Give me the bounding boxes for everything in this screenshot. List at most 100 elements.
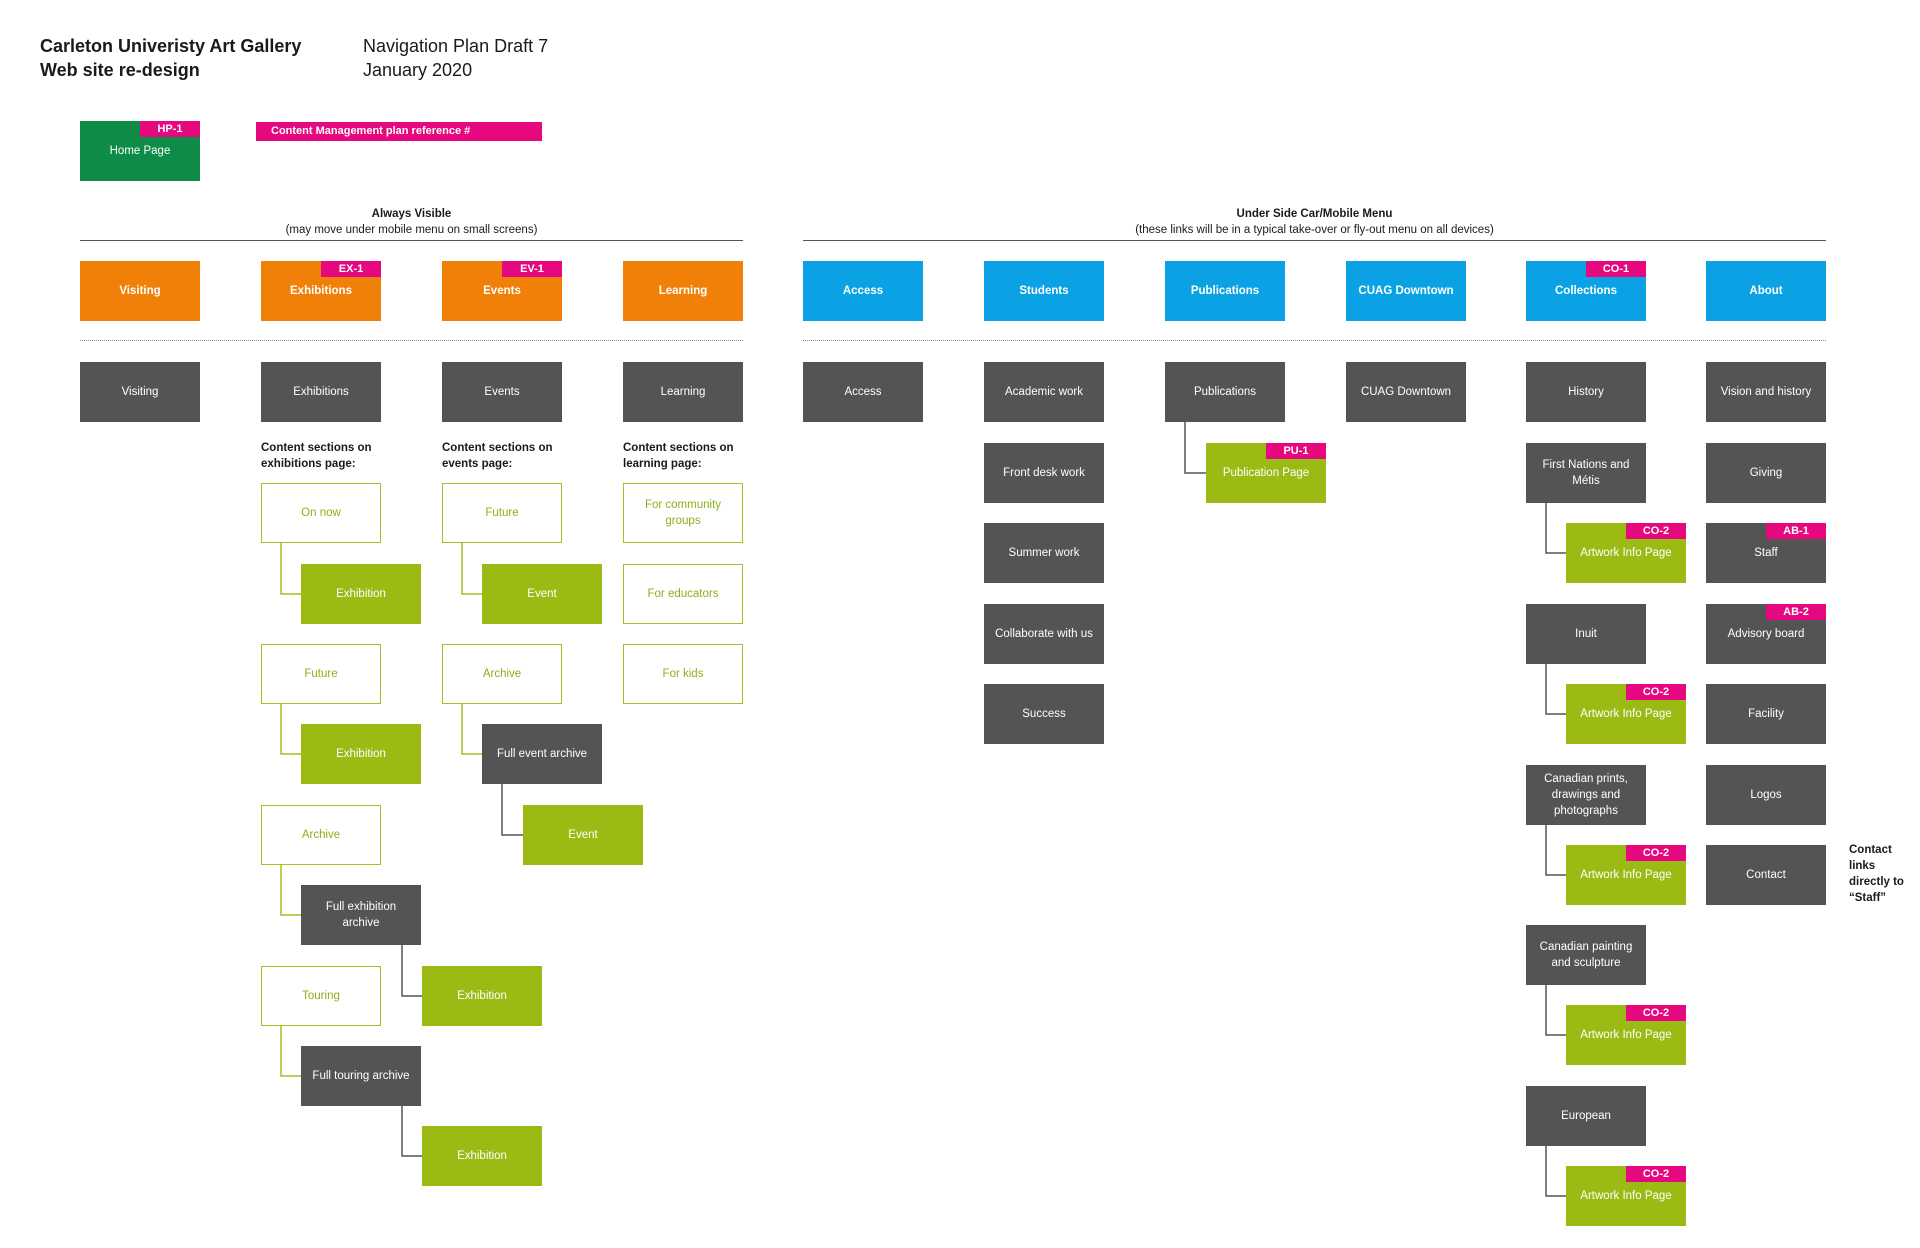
about-facility[interactable]: Facility — [1706, 684, 1826, 744]
collections-european[interactable]: European — [1526, 1086, 1646, 1146]
connector-line — [461, 704, 482, 755]
side-menu-heading: Under Side Car/Mobile Menu(these links w… — [1135, 208, 1494, 236]
exhibitions-archive[interactable]: Archive — [261, 805, 381, 865]
page-visiting[interactable]: Visiting — [80, 362, 200, 422]
full-event-archive[interactable]: Full event archive — [482, 724, 602, 784]
about-logos[interactable]: Logos — [1706, 765, 1826, 825]
about-vision-history[interactable]: Vision and history — [1706, 362, 1826, 422]
side-menu-rule — [803, 240, 1826, 241]
learning-educators[interactable]: For educators — [623, 564, 743, 624]
reference-tag: HP-1 — [140, 121, 200, 137]
nav-cuag-downtown[interactable]: CUAG Downtown — [1346, 261, 1466, 321]
connector-line — [1184, 422, 1206, 474]
students-academic-work[interactable]: Academic work — [984, 362, 1104, 422]
collections-inuit[interactable]: Inuit — [1526, 604, 1646, 664]
reference-tag: EV-1 — [502, 261, 562, 277]
exhibitions-on-now[interactable]: On now — [261, 483, 381, 543]
divider-right — [803, 340, 1826, 341]
nav-access[interactable]: Access — [803, 261, 923, 321]
nav-visiting[interactable]: Visiting — [80, 261, 200, 321]
students-summer-work[interactable]: Summer work — [984, 523, 1104, 583]
reference-tag: CO-2 — [1626, 684, 1686, 700]
learning-kids[interactable]: For kids — [623, 644, 743, 704]
divider-left — [80, 340, 743, 341]
reference-tag: CO-2 — [1626, 523, 1686, 539]
connector-line — [280, 704, 301, 755]
reference-tag: CO-2 — [1626, 1166, 1686, 1182]
exhibitions-touring[interactable]: Touring — [261, 966, 381, 1026]
home-page-box[interactable]: Home Page HP-1 — [80, 121, 200, 181]
nav-publications[interactable]: Publications — [1165, 261, 1285, 321]
exhibition-page[interactable]: Exhibition — [301, 564, 421, 624]
reference-tag: EX-1 — [321, 261, 381, 277]
nav-learning[interactable]: Learning — [623, 261, 743, 321]
page-exhibitions[interactable]: Exhibitions — [261, 362, 381, 422]
always-visible-rule — [80, 240, 743, 241]
students-collaborate[interactable]: Collaborate with us — [984, 604, 1104, 664]
reference-tag: CO-1 — [1586, 261, 1646, 277]
page-events[interactable]: Events — [442, 362, 562, 422]
connector-line — [401, 1106, 422, 1157]
learning-community-groups[interactable]: For community groups — [623, 483, 743, 543]
connector-line — [280, 1026, 301, 1077]
connector-line — [461, 543, 482, 595]
events-archive[interactable]: Archive — [442, 644, 562, 704]
nav-students[interactable]: Students — [984, 261, 1104, 321]
collections-first-nations[interactable]: First Nations and Métis — [1526, 443, 1646, 503]
event-page[interactable]: Event — [482, 564, 602, 624]
connector-line — [1545, 985, 1566, 1036]
exhibition-page[interactable]: Exhibition — [301, 724, 421, 784]
publication-page[interactable]: Publication Page PU-1 — [1206, 443, 1326, 503]
reference-tag: PU-1 — [1266, 443, 1326, 459]
collections-history[interactable]: History — [1526, 362, 1646, 422]
full-exhibition-archive[interactable]: Full exhibition archive — [301, 885, 421, 945]
event-page[interactable]: Event — [523, 805, 643, 865]
reference-tag: CO-2 — [1626, 1005, 1686, 1021]
doc-title: Navigation Plan Draft 7 — [363, 36, 549, 56]
home-page-label: Home Page — [109, 145, 171, 157]
nav-about[interactable]: About — [1706, 261, 1826, 321]
connector-line — [280, 865, 301, 916]
events-future[interactable]: Future — [442, 483, 562, 543]
page-cuag-downtown[interactable]: CUAG Downtown — [1346, 362, 1466, 422]
exhibition-page[interactable]: Exhibition — [422, 1126, 542, 1186]
connector-line — [501, 784, 523, 836]
exhibition-page[interactable]: Exhibition — [422, 966, 542, 1026]
reference-tag: AB-1 — [1766, 523, 1826, 539]
page-learning[interactable]: Learning — [623, 362, 743, 422]
connector-line — [1545, 1146, 1566, 1197]
legend-reference: Content Management plan reference # — [256, 122, 542, 141]
connector-line — [1545, 825, 1566, 876]
reference-tag: CO-2 — [1626, 845, 1686, 861]
about-contact[interactable]: Contact — [1706, 845, 1826, 905]
about-giving[interactable]: Giving — [1706, 443, 1826, 503]
doc-date: January 2020 — [363, 60, 473, 80]
collections-canadian-prints[interactable]: Canadian prints, drawings and photograph… — [1526, 765, 1646, 825]
always-visible-heading: Always Visible(may move under mobile men… — [285, 208, 538, 236]
collections-canadian-painting[interactable]: Canadian painting and sculpture — [1526, 925, 1646, 985]
page-publications[interactable]: Publications — [1165, 362, 1285, 422]
org-name: Carleton Univeristy Art Gallery — [40, 36, 302, 56]
page-access[interactable]: Access — [803, 362, 923, 422]
full-touring-archive[interactable]: Full touring archive — [301, 1046, 421, 1106]
connector-line — [401, 945, 422, 997]
students-front-desk-work[interactable]: Front desk work — [984, 443, 1104, 503]
students-success[interactable]: Success — [984, 684, 1104, 744]
exhibitions-future[interactable]: Future — [261, 644, 381, 704]
reference-tag: AB-2 — [1766, 604, 1826, 620]
connector-line — [1545, 503, 1566, 554]
